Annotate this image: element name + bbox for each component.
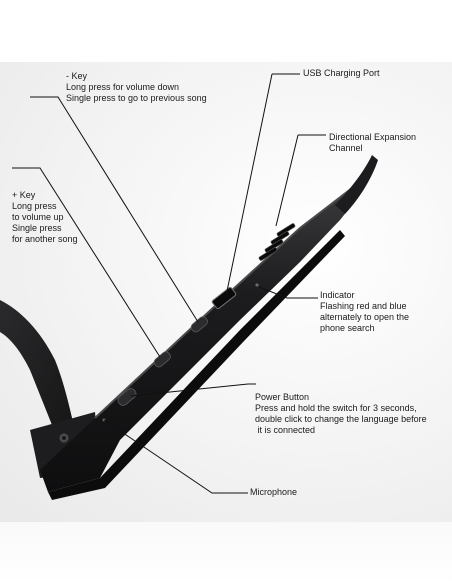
usb-port — [211, 286, 237, 310]
volume-down-line-2: Single press to go to previous song — [66, 93, 207, 103]
leader-lines — [12, 73, 326, 494]
expansion-channel-annotation: Directional Expansion Channel — [329, 132, 416, 154]
usb-port-annotation: USB Charging Port — [303, 68, 380, 79]
power-button-line-3: it is connected — [255, 425, 316, 435]
indicator-line-3: phone search — [320, 323, 375, 333]
microphone-title: Microphone — [250, 487, 298, 497]
power-button-line-2: double click to change the language befo… — [255, 414, 427, 424]
minus-button — [190, 316, 208, 333]
indicator-line-2: alternately to open the — [320, 312, 410, 322]
indicator-annotation: Indicator Flashing red and blue alternat… — [320, 290, 409, 334]
volume-down-title: - Key — [66, 71, 88, 81]
temple-underside — [48, 230, 345, 500]
volume-up-line-1: Long press — [12, 201, 57, 211]
expansion-channel-slots — [258, 223, 296, 261]
indicator-line-1: Flashing red and blue — [320, 301, 407, 311]
microphone-annotation: Microphone — [250, 487, 297, 498]
power-button-line-1: Press and hold the switch for 3 seconds, — [255, 403, 417, 413]
volume-up-line-3: Single press — [12, 223, 62, 233]
power-button-title: Power Button — [255, 392, 310, 402]
front-frame — [0, 300, 75, 445]
power-button-annotation: Power Button Press and hold the switch f… — [255, 392, 427, 436]
expansion-channel-line-1: Channel — [329, 143, 363, 153]
temple-tail — [335, 155, 378, 214]
temple-arm-top-edge — [94, 187, 353, 419]
volume-up-line-2: to volume up — [12, 212, 64, 222]
volume-down-line-1: Long press for volume down — [66, 82, 180, 92]
usb-port-title: USB Charging Port — [303, 68, 380, 78]
temple-arm — [40, 188, 360, 492]
indicator-title: Indicator — [320, 290, 355, 300]
volume-up-title: + Key — [12, 190, 36, 200]
volume-up-line-4: for another song — [12, 234, 78, 244]
indicator-dot — [255, 283, 259, 287]
volume-down-annotation: - Key Long press for volume down Single … — [66, 71, 207, 104]
power-button — [117, 388, 137, 406]
expansion-channel-title: Directional Expansion — [329, 132, 417, 142]
volume-up-annotation: + Key Long press to volume up Single pre… — [12, 190, 78, 245]
